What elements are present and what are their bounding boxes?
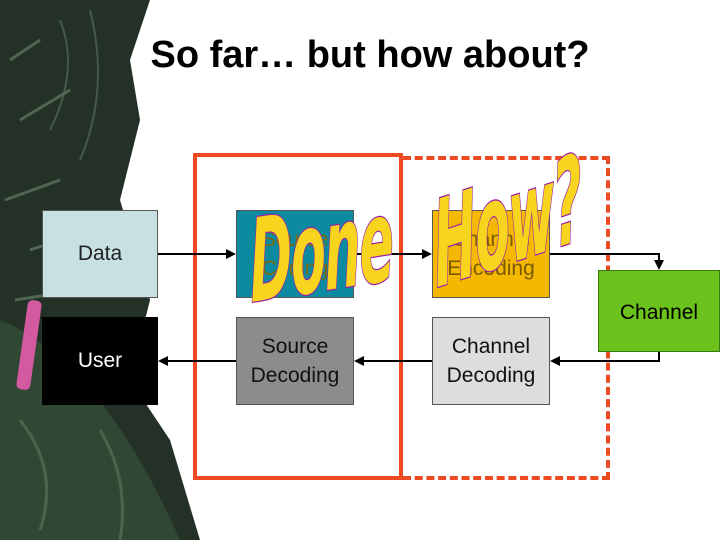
data-block: Data	[42, 210, 158, 298]
source-encoding-label: Source Coding	[261, 227, 329, 280]
channel-decoding-label: Channel Decoding	[446, 334, 536, 387]
source-decoding-label: Source Decoding	[250, 334, 340, 387]
user-block: User	[42, 317, 158, 405]
done-sticker: Done	[247, 173, 395, 331]
channel-label: Channel	[619, 301, 699, 325]
user-label: User	[77, 349, 123, 373]
source-decoding-block: Source Decoding	[236, 317, 354, 405]
chalk-stick	[16, 300, 42, 390]
channel-decoding-block: Channel Decoding	[432, 317, 550, 405]
channel-encoding-block: Channel Encoding	[432, 210, 550, 298]
slide-title: So far… but how about?	[150, 34, 590, 76]
channel-block: Channel	[598, 270, 720, 352]
source-encoding-block: Source Coding	[236, 210, 354, 298]
channel-encoding-label: Channel Encoding	[447, 227, 535, 280]
data-label: Data	[77, 242, 123, 266]
